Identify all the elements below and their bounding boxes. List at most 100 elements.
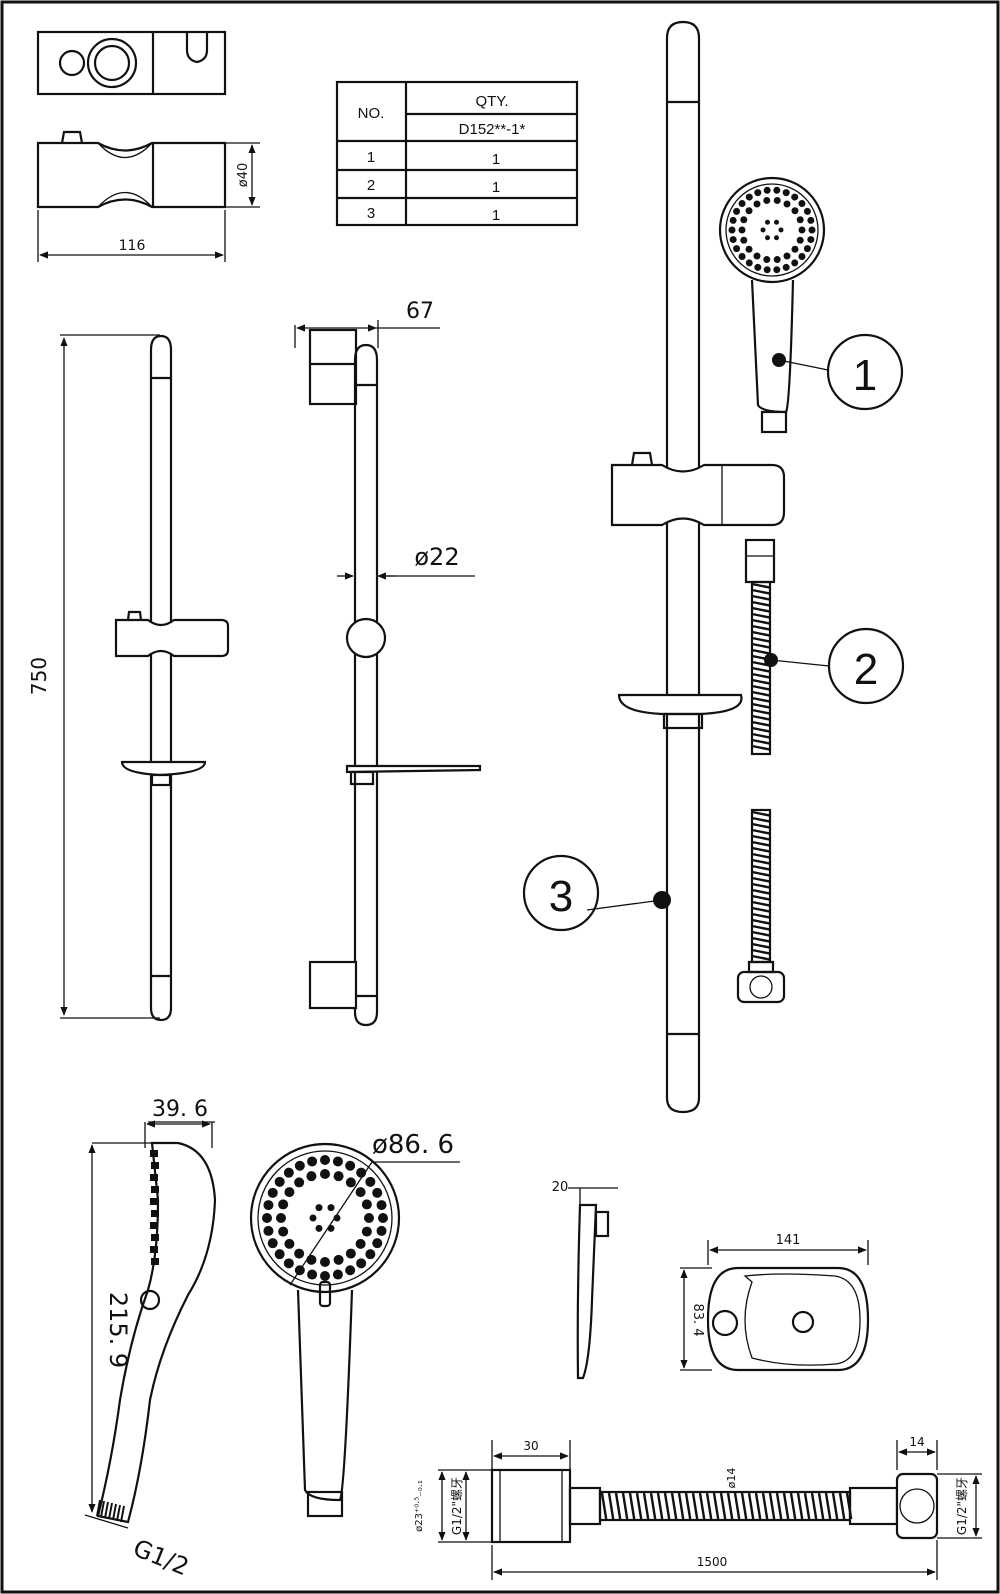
thread-line	[112, 1503, 117, 1521]
table-header-qty: QTY.	[475, 93, 508, 110]
nozzle-dot	[278, 1199, 289, 1210]
coil-line	[775, 1492, 783, 1520]
nozzle-dot	[803, 207, 811, 215]
nozzle-dot	[283, 1258, 294, 1269]
nozzle-dot	[278, 1226, 289, 1237]
nozzle-dot	[315, 1204, 323, 1212]
nozzle-dot	[783, 252, 791, 260]
soap-dish-side-view: 20	[552, 1180, 618, 1380]
coil-line	[751, 924, 771, 931]
nozzle-dot	[803, 245, 811, 253]
nozzle-dot	[796, 236, 804, 244]
coil-line	[733, 1492, 741, 1520]
coil-line	[751, 630, 771, 637]
coil-line	[621, 1492, 629, 1520]
nozzle-dot	[733, 207, 741, 215]
coil-line	[719, 1492, 727, 1520]
hose-thread-left-label: G1/2"螺牙	[450, 1477, 464, 1535]
coil-line	[705, 1492, 713, 1520]
thread-line	[96, 1499, 101, 1517]
thread-line	[116, 1504, 121, 1522]
nozzle-dot	[361, 1226, 372, 1237]
coil-line	[751, 816, 771, 823]
nozzle-dot	[364, 1213, 374, 1223]
nozzle-dot	[267, 1187, 278, 1198]
coil-line	[751, 888, 771, 895]
handset-thread	[96, 1499, 125, 1523]
nozzle-dot	[791, 207, 799, 215]
nozzle-dot	[307, 1269, 318, 1280]
dish-thickness-label: 20	[552, 1180, 569, 1195]
nozzle-dot	[263, 1225, 274, 1236]
thread-line	[100, 1500, 105, 1518]
bracket-top-view	[36, 30, 227, 96]
nozzle-dot	[345, 1160, 356, 1171]
nozzle-dot	[151, 1234, 159, 1241]
nozzle-dot	[745, 193, 753, 201]
hose-cone-width-label: 14	[909, 1435, 924, 1449]
nozzle-dot	[294, 1177, 305, 1188]
nozzle-dot	[798, 253, 806, 261]
nozzle-dot	[773, 196, 781, 204]
nozzle-dot	[150, 1222, 158, 1229]
nozzle-dot	[320, 1155, 330, 1165]
coil-line	[726, 1492, 734, 1520]
table-header-no: NO.	[358, 105, 385, 122]
hose-coils	[600, 1492, 853, 1520]
nozzle-dot	[738, 199, 746, 207]
callout-label: 2	[854, 645, 878, 694]
nozzle-dot	[345, 1248, 356, 1259]
coil-line	[747, 1492, 755, 1520]
coil-line	[831, 1492, 839, 1520]
nozzle-dot	[333, 1171, 344, 1182]
nozzle-dot	[760, 227, 766, 233]
coil-line	[698, 1492, 706, 1520]
coil-line	[751, 744, 771, 751]
nozzle-dot	[796, 216, 804, 224]
table-row-qty: 1	[492, 207, 500, 224]
nozzle-dot	[773, 186, 781, 194]
nozzle-dot	[284, 1238, 295, 1249]
coil-line	[751, 708, 771, 715]
coil-line	[642, 1492, 650, 1520]
nozzle-dot	[372, 1238, 383, 1249]
coil-line	[751, 852, 771, 859]
nozzle-dot	[150, 1174, 158, 1181]
coil-line	[751, 666, 771, 673]
hose-length-label: 1500	[697, 1555, 728, 1569]
coil-line	[751, 648, 771, 655]
coil-line	[817, 1492, 825, 1520]
rail-dia-label: ø22	[414, 543, 459, 571]
nozzle-dot	[763, 256, 771, 264]
nozzle-dot	[309, 1214, 317, 1222]
hose-dia-label: ø14	[725, 1468, 738, 1489]
nozzle-dot	[791, 259, 799, 267]
coil-line	[751, 594, 771, 601]
bracket-width-label: 116	[119, 238, 146, 254]
nozzle-dot	[263, 1200, 274, 1211]
coil-line	[751, 738, 771, 745]
thread-line	[104, 1501, 109, 1519]
coil-line	[751, 702, 771, 709]
coil-line	[751, 618, 771, 625]
nozzle-dot	[365, 1176, 376, 1187]
callout-label: 1	[853, 351, 877, 400]
coil-line	[656, 1492, 664, 1520]
nozzle-dot	[753, 200, 761, 208]
hose-thread-right-label: G1/2"螺牙	[955, 1477, 969, 1535]
hose-drawing: 30 14 ø14 ø23⁺⁰·⁵₋₀.₁ G1/2"螺牙 G1/2"螺牙	[414, 1435, 982, 1580]
table-model: D152**-1*	[459, 121, 526, 138]
nozzle-dot	[320, 1257, 330, 1267]
nozzle-dot	[763, 196, 771, 204]
nozzle-dot	[782, 189, 790, 197]
coil-line	[677, 1492, 685, 1520]
coil-line	[751, 834, 771, 841]
nozzle-dot	[773, 256, 781, 264]
hose-nut-dia-label: ø23⁺⁰·⁵₋₀.₁	[414, 1480, 425, 1532]
nozzle-dot	[740, 236, 748, 244]
coil-line	[751, 864, 771, 871]
coil-line	[751, 714, 771, 721]
nozzle-dot	[754, 189, 762, 197]
nozzle-dot	[729, 216, 737, 224]
thread-line	[120, 1505, 125, 1523]
